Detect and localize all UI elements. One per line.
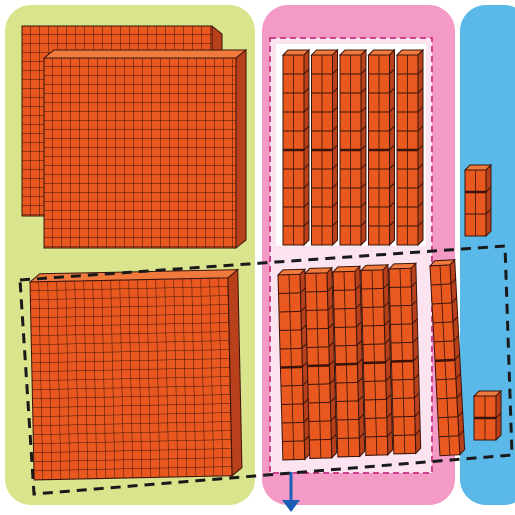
tens-top-group bbox=[283, 50, 423, 245]
ten-rod bbox=[369, 50, 395, 245]
ten-rod bbox=[333, 266, 365, 457]
ten-rod bbox=[340, 50, 366, 245]
ones-stack bbox=[474, 391, 501, 440]
ten-rod bbox=[278, 269, 310, 460]
ten-rod bbox=[283, 50, 309, 245]
ten-rod bbox=[305, 268, 337, 459]
ones-stack bbox=[465, 165, 491, 236]
ten-rod bbox=[397, 50, 423, 245]
ten-rod bbox=[389, 263, 421, 454]
ten-rod bbox=[312, 50, 338, 245]
hundred-flat bbox=[44, 50, 246, 248]
hundred-flat bbox=[30, 270, 242, 480]
ten-rod bbox=[361, 265, 393, 456]
